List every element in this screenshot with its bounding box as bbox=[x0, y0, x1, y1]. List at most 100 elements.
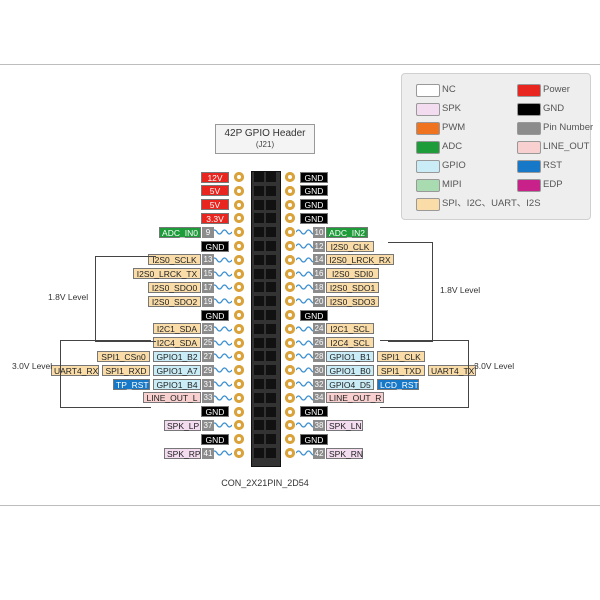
legend-swatch bbox=[517, 160, 541, 173]
connector-pin bbox=[254, 185, 264, 196]
signal-wave bbox=[296, 284, 316, 290]
pin-number: 42 bbox=[313, 447, 325, 459]
pin-number: 10 bbox=[313, 226, 325, 238]
pin-label: SPI1_CSn0 bbox=[97, 350, 150, 362]
connector-name: CON_2X21PIN_2D54 bbox=[221, 478, 309, 488]
pin-label: 5V bbox=[201, 199, 229, 211]
pin-dot bbox=[234, 172, 244, 182]
connector-pin bbox=[266, 254, 276, 265]
signal-wave bbox=[212, 422, 232, 428]
connector-pin bbox=[254, 199, 264, 210]
pin-label: GPIO1_B4 bbox=[153, 378, 201, 390]
pin-number: 30 bbox=[313, 364, 325, 376]
pin-number: 15 bbox=[202, 268, 214, 280]
pin-dot bbox=[285, 172, 295, 182]
signal-wave bbox=[212, 381, 232, 387]
pin-label: I2C4_SCL bbox=[326, 337, 374, 349]
pin-label: SPK_LN bbox=[326, 419, 363, 431]
voltage-label-left-3v0: 3.0V Level bbox=[12, 361, 53, 371]
pin-label: GND bbox=[201, 240, 229, 252]
legend-label: PWM bbox=[442, 122, 466, 133]
pin-number: 17 bbox=[202, 281, 214, 293]
pin-dot bbox=[234, 337, 244, 348]
pin-label: ADC_IN0 bbox=[159, 226, 201, 238]
signal-wave bbox=[212, 353, 232, 359]
bracket-left-1v8 bbox=[95, 256, 156, 342]
pin-dot bbox=[285, 365, 295, 376]
pin-label: 12V bbox=[201, 171, 229, 183]
pin-dot bbox=[285, 241, 295, 251]
pin-number: 14 bbox=[313, 254, 325, 266]
connector-pin bbox=[254, 296, 264, 307]
pin-dot bbox=[234, 213, 244, 224]
pin-number: 33 bbox=[202, 392, 214, 404]
pin-dot bbox=[285, 434, 295, 445]
pin-label: GND bbox=[300, 185, 328, 197]
pin-dot bbox=[234, 434, 244, 445]
pin-dot bbox=[234, 406, 244, 417]
legend-label: SPK bbox=[442, 103, 462, 114]
pin-dot bbox=[285, 296, 295, 307]
pin-label: GPIO1_B1 bbox=[326, 350, 374, 362]
legend-swatch bbox=[416, 160, 440, 173]
connector-pin bbox=[266, 434, 276, 445]
pin-label: UART4_RX bbox=[51, 364, 99, 376]
signal-wave bbox=[296, 422, 316, 428]
pin-number: 31 bbox=[202, 378, 214, 390]
pin-number: 37 bbox=[202, 419, 214, 431]
connector-pin bbox=[254, 337, 264, 348]
legend-swatch bbox=[416, 122, 440, 135]
connector-pin bbox=[266, 365, 276, 376]
legend-label: GPIO bbox=[442, 160, 466, 171]
connector-pin bbox=[266, 392, 276, 403]
pin-dot bbox=[234, 185, 244, 196]
connector-pin bbox=[254, 172, 264, 182]
pin-label: I2C1_SDA bbox=[153, 323, 201, 335]
signal-wave bbox=[296, 229, 316, 235]
legend-label: GND bbox=[543, 103, 565, 114]
pin-number: 18 bbox=[313, 281, 325, 293]
legend-swatch bbox=[416, 84, 440, 97]
pin-label: GND bbox=[201, 433, 229, 445]
connector-pin bbox=[254, 268, 264, 279]
legend-label: SPI、I2C、UART、I2S bbox=[442, 198, 541, 209]
pin-dot bbox=[285, 323, 295, 334]
pin-number: 29 bbox=[202, 364, 214, 376]
pin-label: I2C4_SDA bbox=[153, 337, 201, 349]
signal-wave bbox=[296, 326, 316, 332]
connector-pin bbox=[254, 213, 264, 224]
pin-dot bbox=[234, 351, 244, 362]
bottom-divider bbox=[0, 505, 600, 506]
signal-wave bbox=[212, 271, 232, 277]
pin-dot bbox=[234, 323, 244, 334]
connector-pin bbox=[254, 379, 264, 389]
pin-label: I2S0_SDO3 bbox=[326, 295, 379, 307]
pin-label: GPIO1_B2 bbox=[153, 350, 201, 362]
pin-label: TP_RST bbox=[113, 378, 150, 390]
pin-dot bbox=[234, 282, 244, 293]
pin-dot bbox=[234, 420, 244, 431]
connector-pin bbox=[266, 323, 276, 334]
pin-number: 20 bbox=[313, 295, 325, 307]
connector-pin bbox=[254, 420, 264, 431]
pin-label: SPI1_CLK bbox=[377, 350, 425, 362]
header-title: 42P GPIO Header bbox=[224, 128, 306, 139]
connector-pin bbox=[266, 310, 276, 320]
connector-pin bbox=[254, 282, 264, 293]
signal-wave bbox=[296, 298, 316, 304]
legend-label: RST bbox=[543, 160, 562, 171]
pin-number: 25 bbox=[202, 337, 214, 349]
bracket-right-1v8 bbox=[388, 242, 433, 342]
pin-dot bbox=[234, 448, 244, 458]
legend-label: LINE_OUT bbox=[543, 141, 590, 152]
signal-wave bbox=[296, 367, 316, 373]
pin-label: SPK_RP bbox=[164, 447, 201, 459]
legend-label: EDP bbox=[543, 179, 563, 190]
pin-dot bbox=[234, 241, 244, 251]
legend-label: NC bbox=[442, 84, 456, 95]
pin-number: 34 bbox=[313, 392, 325, 404]
pin-number: 38 bbox=[313, 419, 325, 431]
pin-label: GPIO4_D5 bbox=[326, 378, 374, 390]
connector-pin bbox=[266, 379, 276, 389]
pin-label: GND bbox=[300, 406, 328, 418]
